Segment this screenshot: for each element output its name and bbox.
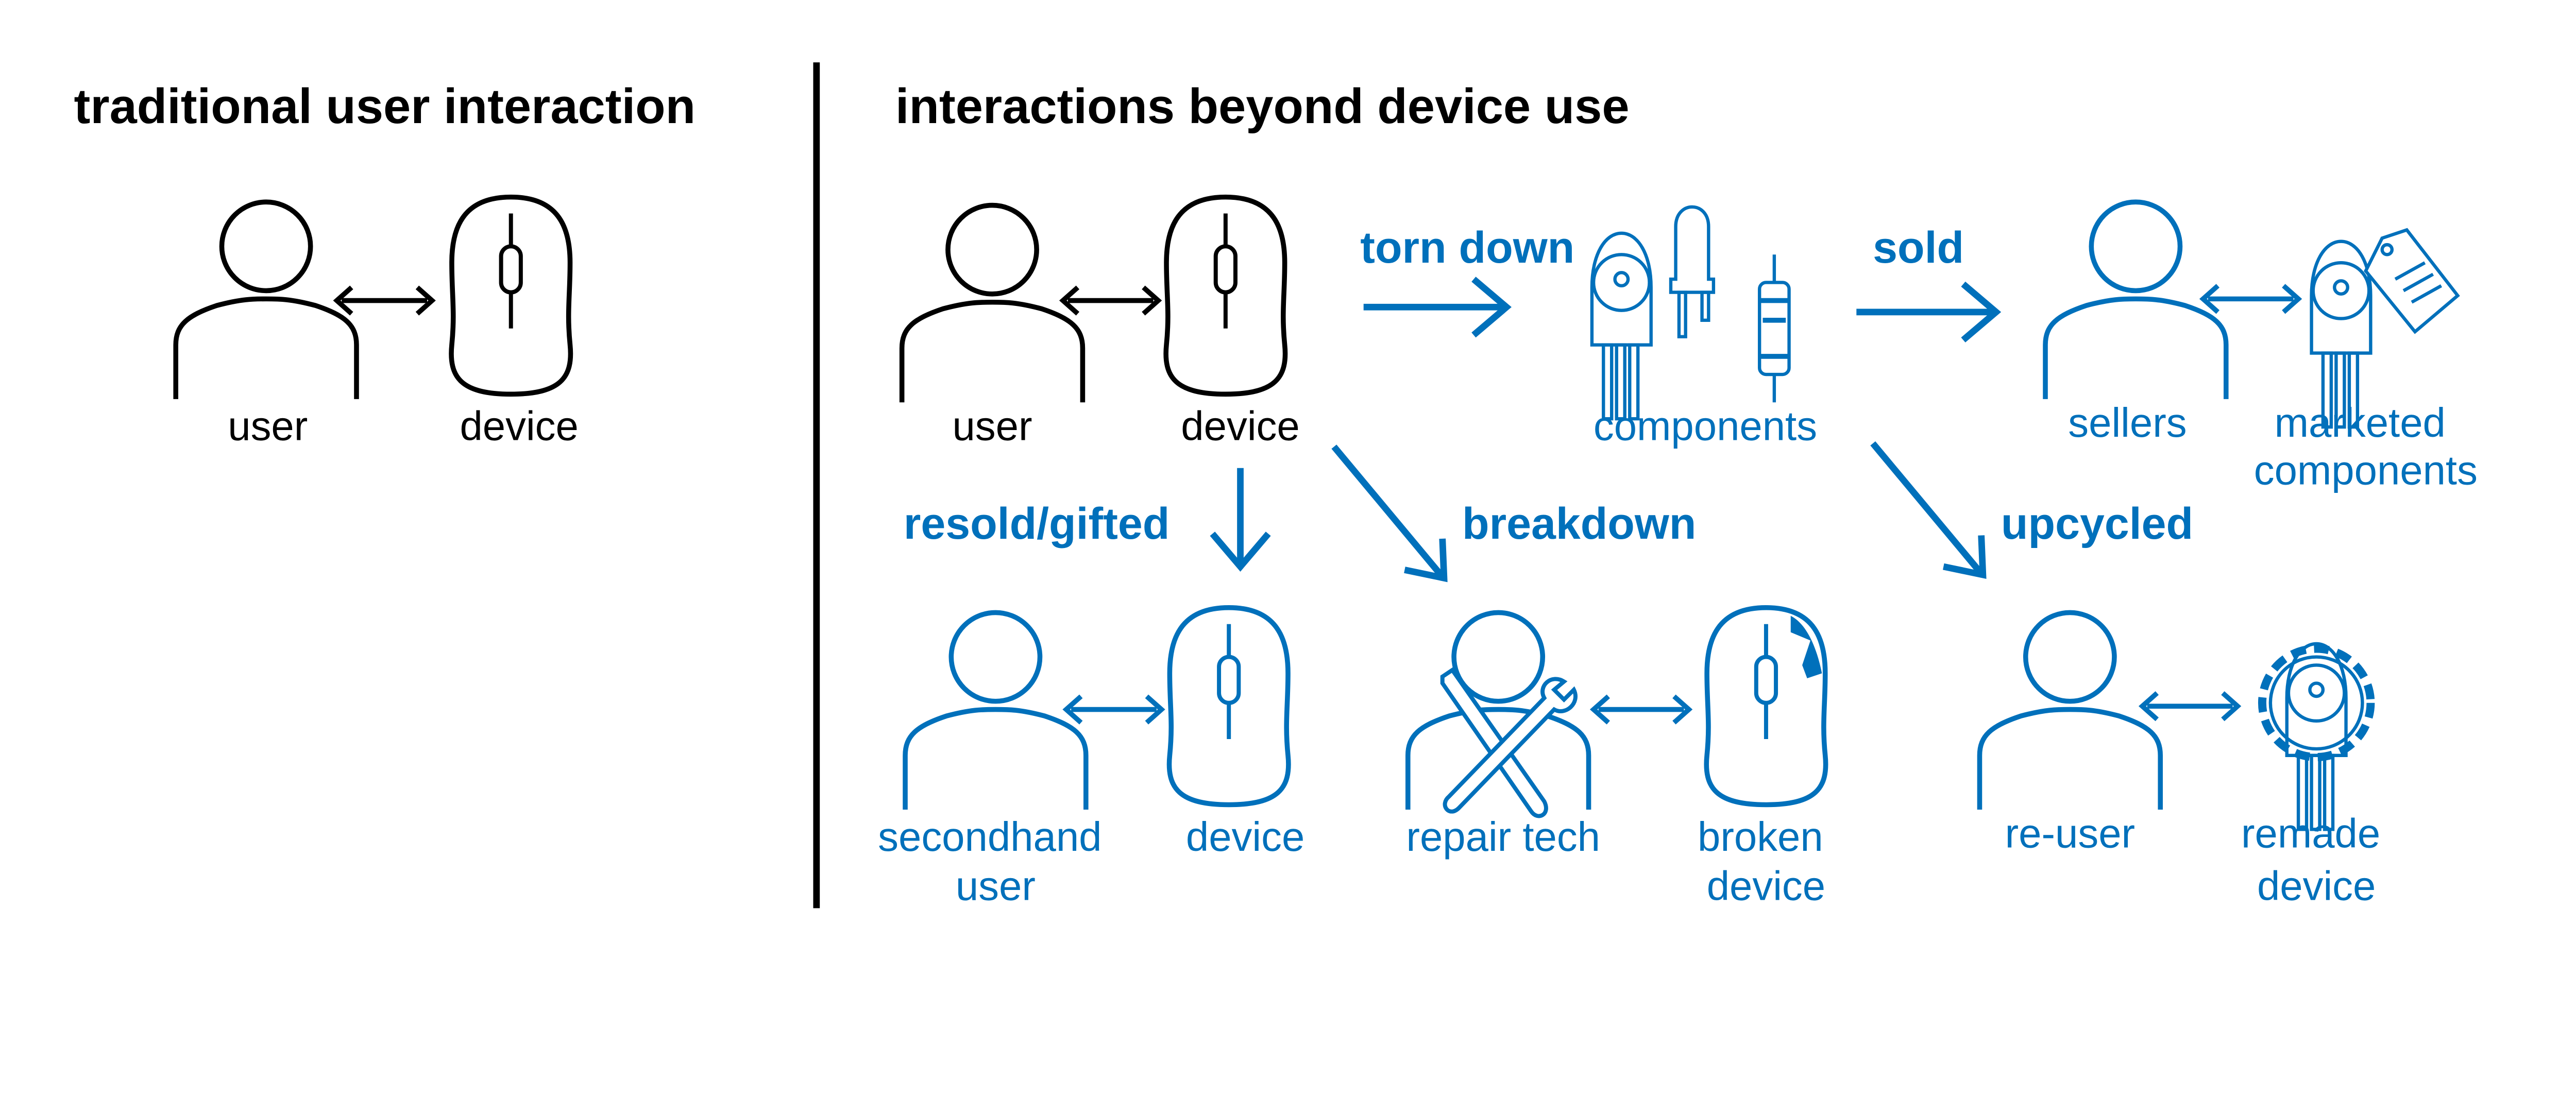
upcycled-label: upcycled: [2001, 499, 2193, 549]
re-user-icon: [1979, 612, 2160, 810]
marketed-components-label: marketed components: [2254, 400, 2478, 493]
left-panel-title: traditional user interaction: [74, 79, 696, 134]
user-label: user: [952, 403, 1032, 449]
broken-device-label: broken device: [1698, 814, 1835, 909]
sold-arrow-icon: [1856, 281, 2002, 342]
left-double-arrow-icon: [337, 287, 432, 314]
re-user-label: re-user: [2005, 810, 2135, 856]
secondhand-user-label: secondhand user: [878, 814, 1113, 909]
sellers-label: sellers: [2068, 400, 2187, 445]
left-device-label: device: [460, 403, 578, 449]
secondhand-device-label: device: [1186, 814, 1304, 860]
left-mouse-icon: [451, 197, 570, 395]
crack-icon: [1790, 615, 1822, 678]
sold-label: sold: [1873, 223, 1964, 272]
secondhand-mouse-icon: [1169, 608, 1288, 805]
breakdown-label: breakdown: [1462, 499, 1696, 549]
resistor-icon: [1757, 254, 1791, 403]
components-label: components: [1594, 403, 1817, 449]
torn-down-arrow-icon: [1363, 277, 1512, 338]
sellers-icon: [2045, 202, 2226, 399]
secondhand-user-icon: [905, 612, 1086, 810]
flow-arrows: [1210, 277, 2002, 582]
interaction-diagram: traditional user interaction user device…: [74, 62, 2478, 909]
upcycled-arrow-icon: [1870, 441, 1987, 579]
price-tag-icon: [2364, 228, 2460, 334]
repair-double-arrow-icon: [1594, 696, 1689, 723]
led-icon: [1669, 205, 1716, 338]
tools-icon: [1440, 667, 1578, 818]
user-icon: [902, 205, 1083, 403]
remade-device-label: remade device: [2241, 810, 2392, 909]
secondhand-double-arrow-icon: [1066, 696, 1162, 723]
resold-arrow-icon: [1210, 468, 1271, 572]
left-user-icon: [176, 202, 357, 399]
reuser-double-arrow-icon: [2142, 693, 2238, 719]
breakdown-arrow-icon: [1331, 444, 1448, 582]
mouse-icon: [1166, 197, 1285, 395]
repair-tech-label: repair tech: [1406, 814, 1600, 860]
double-arrow-icon: [1063, 287, 1158, 314]
left-user-label: user: [228, 403, 308, 449]
potentiometer-icon: [1592, 233, 1651, 419]
marketed-component-icon: [2312, 242, 2371, 427]
torn-down-label: torn down: [1360, 223, 1574, 272]
sellers-double-arrow-icon: [2203, 286, 2298, 312]
right-panel-title: interactions beyond device use: [895, 79, 1630, 134]
device-label: device: [1181, 403, 1299, 449]
resold-gifted-label: resold/gifted: [904, 499, 1170, 549]
